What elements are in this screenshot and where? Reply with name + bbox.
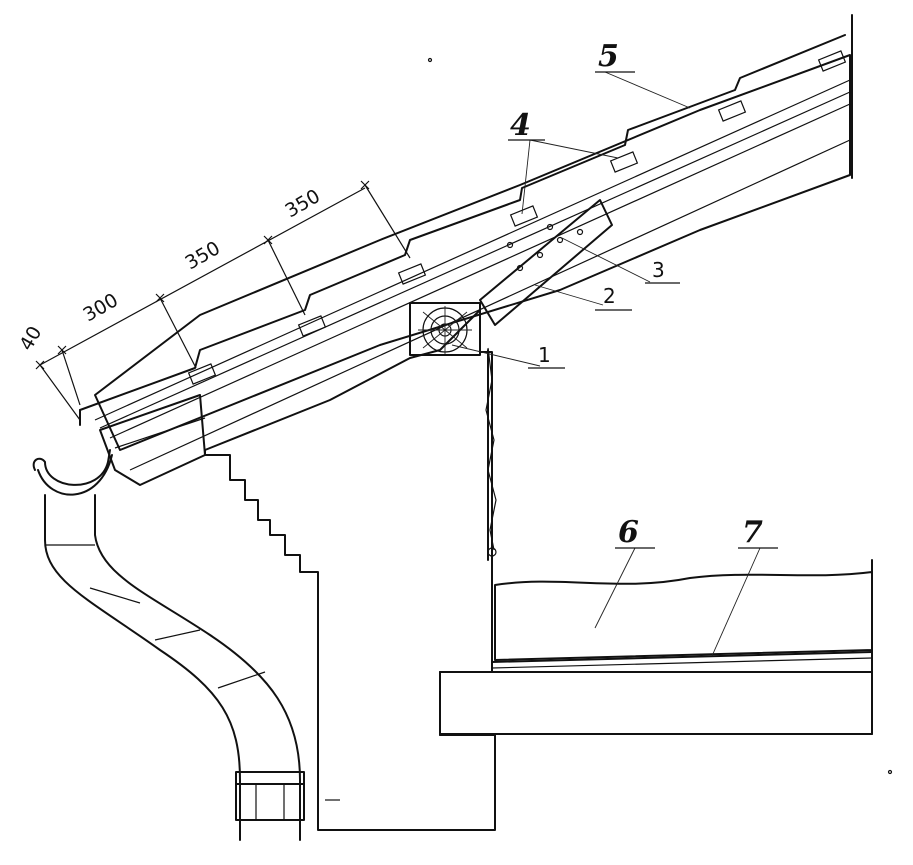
batten bbox=[297, 315, 327, 337]
callout-7: 7 bbox=[711, 515, 778, 657]
wall-plate-beam bbox=[409, 302, 481, 356]
ceiling-slab bbox=[439, 671, 873, 735]
suspension-wire bbox=[485, 347, 497, 561]
roof-tile-covering bbox=[79, 34, 851, 471]
callout-2: 2 bbox=[534, 284, 632, 311]
callout-label-4: 4 bbox=[510, 108, 531, 143]
batten bbox=[717, 100, 747, 122]
downpipe bbox=[44, 494, 305, 841]
dimension-label-40: 40 bbox=[15, 323, 46, 355]
batten bbox=[509, 205, 539, 227]
dimension-label-300: 300 bbox=[80, 289, 122, 326]
callout-5: 5 bbox=[595, 39, 691, 109]
callout-label-6: 6 bbox=[618, 515, 639, 550]
batten bbox=[609, 151, 639, 173]
callout-label-2: 2 bbox=[603, 284, 616, 308]
eave-boards bbox=[99, 394, 206, 486]
gutter bbox=[32, 449, 113, 496]
dimension-label-350-b: 350 bbox=[282, 185, 324, 222]
batten bbox=[397, 263, 427, 285]
rafter bbox=[94, 54, 851, 451]
callout-label-5: 5 bbox=[598, 39, 619, 74]
dimension-chain: 40 300 350 350 bbox=[15, 180, 411, 421]
vapor-barrier bbox=[491, 651, 873, 663]
callout-6: 6 bbox=[594, 515, 655, 629]
callout-3: 3 bbox=[561, 237, 680, 284]
insulation-layer bbox=[494, 571, 873, 661]
callout-label-1: 1 bbox=[538, 343, 551, 367]
batten bbox=[187, 363, 217, 385]
callout-1: 1 bbox=[451, 343, 565, 369]
callout-label-7: 7 bbox=[742, 515, 763, 550]
masonry-wall bbox=[204, 309, 496, 831]
callout-label-3: 3 bbox=[652, 258, 665, 282]
strut-board bbox=[479, 199, 613, 326]
callout-4: 4 bbox=[508, 108, 619, 215]
batten bbox=[817, 50, 847, 72]
